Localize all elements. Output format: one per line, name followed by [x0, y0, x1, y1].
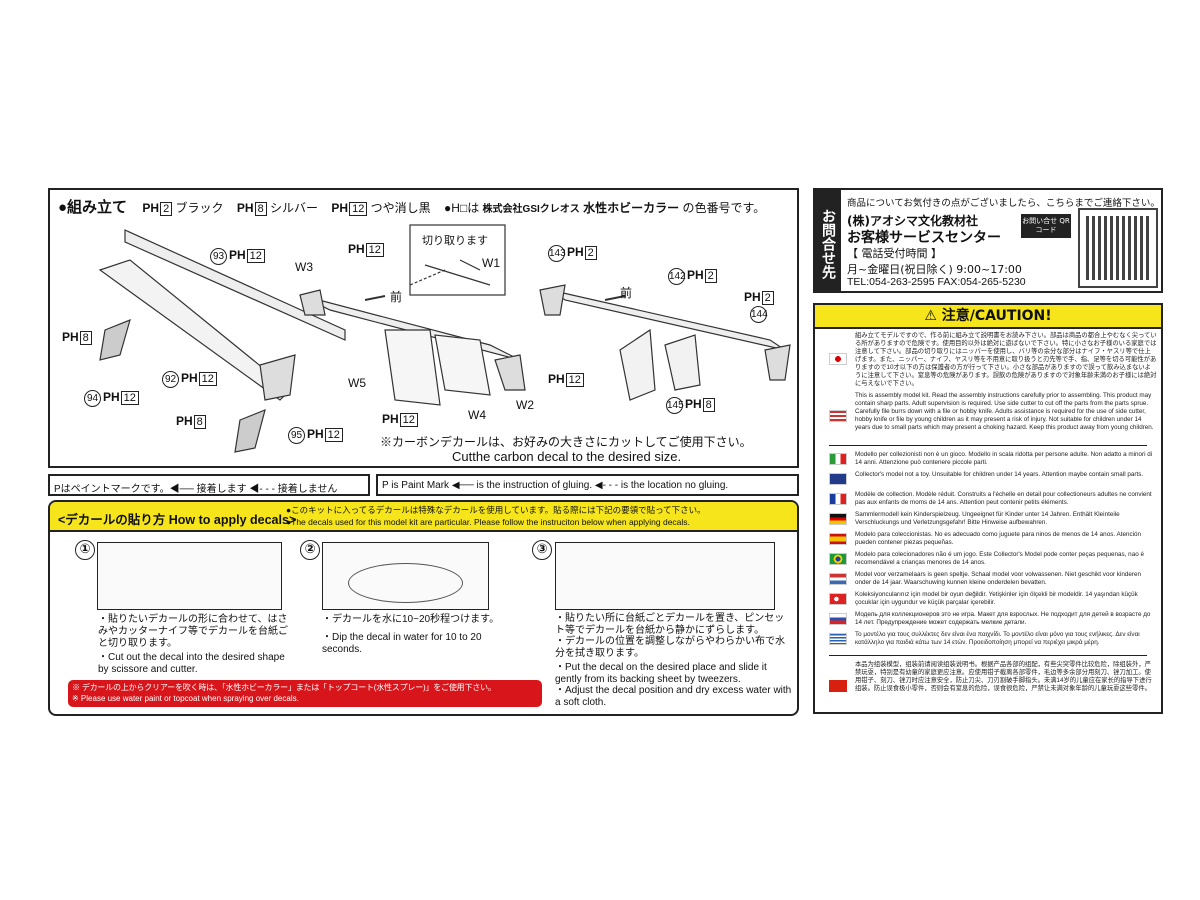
- contact-panel: お問合せ先 商品についてお気付きの点がございましたら、こちらまでご連絡下さい。 …: [813, 188, 1163, 293]
- step-3-text-jp: ・貼りたい所に台紙ごとデカールを置き、ピンセット等でデカールを台紙から静かにずら…: [555, 613, 785, 659]
- carbon-note-en: Cutthe carbon decal to the desired size.: [452, 449, 682, 464]
- flag-es-icon: [829, 533, 847, 545]
- caution-nl: Model voor verzamelaars is geen speltje.…: [855, 571, 1141, 586]
- step-1-number: ①: [75, 540, 95, 560]
- part-144-label: 144: [750, 306, 769, 323]
- part-w3-label: W3: [295, 260, 313, 274]
- caution-ru: Модель для коллекционеров это не игра. М…: [855, 611, 1151, 626]
- contact-center: お客様サービスセンター: [847, 230, 1001, 246]
- contact-phone: TEL:054-263-2595 FAX:054-265-5230: [847, 276, 1026, 288]
- step-2-illustration: [322, 542, 489, 610]
- step-2-number: ②: [300, 540, 320, 560]
- part-w4-label: W4: [468, 408, 486, 422]
- flag-gr-icon: [829, 633, 847, 645]
- flag-nl-icon: [829, 573, 847, 585]
- wing-left-diagram: [124, 229, 346, 341]
- qr-code[interactable]: [1078, 208, 1158, 288]
- contact-hours-label: 【 電話受付時間 】: [847, 247, 942, 260]
- caution-it: Modello per collezionisti non è un gioco…: [855, 451, 1153, 466]
- flag-cn-icon: [829, 680, 847, 692]
- decal-instructions-panel: <デカールの貼り方 How to apply decals> ●このキットに入っ…: [48, 500, 799, 716]
- contact-hours: 月~金曜日(祝日除く) 9:00~17:00: [847, 263, 1022, 276]
- flag-ru-icon: [829, 613, 847, 625]
- carbon-note-jp: ※カーボンデカールは、お好みの大きさにカットしてご使用下さい。: [380, 435, 752, 449]
- flag-fr-icon: [829, 493, 847, 505]
- flag-de-icon: [829, 513, 847, 525]
- flag-it-icon: [829, 453, 847, 465]
- spray-warning-jp: ※ デカールの上からクリアーを吹く時は、「水性ホビーカラー」または「トップコート…: [72, 683, 496, 692]
- caution-divider: [829, 655, 1147, 656]
- spray-warning: ※ デカールの上からクリアーを吹く時は、「水性ホビーカラー」または「トップコート…: [68, 680, 542, 707]
- flag-us-icon: [829, 410, 847, 422]
- caution-uk: Collector's model not a toy. Unsuitable …: [855, 471, 1144, 478]
- paint-mark-legend-jp: Pはペイントマークです。◀── 接着します ◀- - - 接着しません: [48, 474, 370, 496]
- flag-uk-icon: [829, 473, 847, 485]
- part-w2-label: W2: [516, 398, 534, 412]
- qr-label: お問い合せ QRコード: [1021, 214, 1071, 238]
- step-2-text-jp: ・デカールを水に10~20秒程つけます。: [322, 614, 500, 625]
- caution-jp: 組み立てモデルですので、作る前に組み立て説明書をお読み下さい。部品は商品の都合上…: [855, 332, 1157, 387]
- caution-cn: 本品为组装模型，组装前请阅读组装说明书。根据产品各部的组配，有些尖突零件比较危险…: [855, 661, 1152, 692]
- spray-warning-en: ※ Please use water paint or topcoat when…: [72, 694, 299, 703]
- caution-gr: Το μοντέλο για τους συλλέκτες δεν είναι …: [855, 631, 1140, 646]
- part-w5-label: W5: [348, 376, 366, 390]
- step-3-illustration: [555, 542, 775, 610]
- step-1-text-jp: ・貼りたいデカールの形に合わせて、はさみやカッターナイフ等でデカールを台紙ごと切…: [98, 614, 288, 649]
- flag-jp-icon: [829, 353, 847, 365]
- wing-assembly-diagram: [98, 224, 791, 453]
- flag-tr-icon: [829, 593, 847, 605]
- caution-de: Sammlermodell kein Kinderspielzeug. Unge…: [855, 511, 1120, 526]
- assembly-title: ●組み立て: [58, 199, 128, 216]
- decal-note-en: ●The decals used for this model kit are …: [286, 517, 690, 527]
- front-label-middle: 前: [390, 290, 403, 304]
- decal-header: <デカールの貼り方 How to apply decals> ●このキットに入っ…: [50, 502, 797, 532]
- contact-side-label: お問合せ先: [815, 190, 841, 291]
- caution-title: ⚠ 注意/CAUTION!: [815, 305, 1161, 329]
- caution-panel: ⚠ 注意/CAUTION! 組み立てモデルですので、作る前に組み立て説明書をお読…: [813, 303, 1163, 714]
- contact-company: (株)アオシマ文化教材社: [847, 214, 978, 228]
- paint-mark-legend-en: P is Paint Mark ◀── is the instruction o…: [376, 474, 799, 496]
- step-3-text-en: ・Put the decal on the desired place and …: [555, 662, 792, 708]
- caution-tr: Koleksiyoncularınız için model bir oyun …: [855, 591, 1138, 606]
- caution-es: Modelo para coleccionistas. No es adecua…: [855, 531, 1141, 546]
- contact-intro: 商品についてお気付きの点がございましたら、こちらまでご連絡下さい。: [847, 198, 1160, 209]
- step-2-text-en: ・Dip the decal in water for 10 to 20 sec…: [322, 632, 482, 655]
- caution-fr: Modèle de collection. Modèle réduit. Con…: [855, 491, 1152, 506]
- step-1-text-en: ・Cut out the decal into the desired shap…: [98, 652, 285, 675]
- part-w1-label: W1: [482, 256, 500, 270]
- front-label-right: 前: [620, 286, 633, 300]
- color-note: ●H□は 株式会社GSIクレオス 水性ホビーカラー の色番号です。: [444, 201, 766, 215]
- caution-divider: [829, 445, 1147, 446]
- caution-us: This is assembly model kit. Read the ass…: [855, 392, 1154, 431]
- step-1-illustration: [97, 542, 282, 610]
- step-3-number: ③: [532, 540, 552, 560]
- decal-note-jp: ●このキットに入ってるデカールは特殊なデカールを使用しています。貼る際には下記の…: [286, 505, 706, 515]
- cut-label: 切り取ります: [422, 235, 488, 247]
- caution-br: Modelo para colecionadores não é um jogo…: [855, 551, 1144, 566]
- flag-br-icon: [829, 553, 847, 565]
- decal-title: <デカールの貼り方 How to apply decals>: [58, 513, 297, 527]
